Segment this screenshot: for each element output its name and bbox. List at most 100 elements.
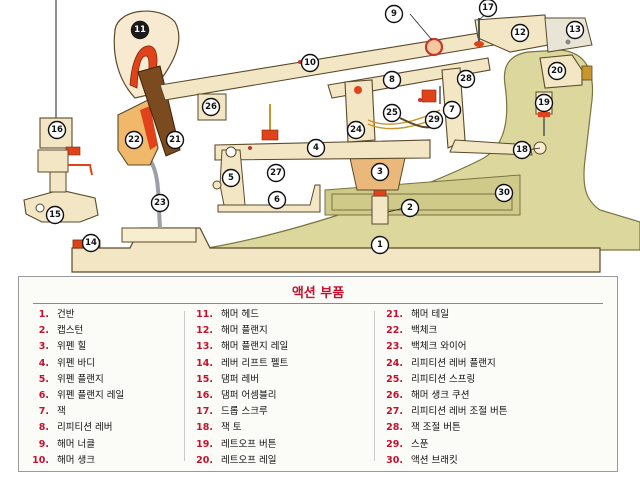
legend-column-3: 21.해머 테일 22.백체크 23.백체크 와이어 24.리피티션 레버 플랜… — [381, 307, 507, 469]
legend-item: 5.위펜 플랜지 — [38, 373, 104, 385]
legend-item: 28.잭 조절 버튼 — [386, 422, 461, 434]
svg-text:11: 11 — [134, 25, 146, 35]
svg-text:14: 14 — [85, 238, 97, 248]
legend-item: 27.리피티션 레버 조절 버튼 — [386, 406, 508, 418]
legend-item: 19.레트오프 버튼 — [196, 438, 277, 450]
legend-item: 24.리피티션 레버 플랜지 — [386, 357, 496, 369]
svg-text:23: 23 — [154, 198, 166, 208]
svg-text:17: 17 — [482, 3, 494, 13]
legend-item: 12.해머 플랜지 — [196, 325, 268, 337]
legend-divider — [33, 303, 603, 304]
flange-screw — [212, 180, 222, 190]
legend-item: 15.댐퍼 레버 — [196, 373, 259, 385]
callout-18: 18 — [512, 140, 532, 160]
svg-text:16: 16 — [51, 125, 63, 135]
svg-text:19: 19 — [538, 98, 550, 108]
capstan-felt — [373, 189, 387, 197]
legend-item: 29.스푼 — [386, 438, 429, 450]
svg-text:8: 8 — [389, 75, 395, 85]
callout-8: 8 — [382, 70, 402, 90]
parts-legend: 액션 부품 1.건반 2.캡스턴 3.위펜 힐 4.위펜 바디 5.위펜 플랜지… — [18, 276, 618, 472]
callout-29: 29 — [424, 110, 444, 130]
legend-item: 26.해머 생크 쿠션 — [386, 389, 470, 401]
legend-item: 18.잭 토 — [196, 422, 242, 434]
callout-11: 11 — [130, 20, 150, 40]
callout-7: 7 — [442, 100, 462, 120]
svg-text:12: 12 — [514, 28, 526, 38]
callout-6: 6 — [267, 190, 287, 210]
svg-text:9: 9 — [391, 9, 397, 19]
callout-28: 28 — [456, 69, 476, 89]
legend-item: 4.위펜 바디 — [38, 357, 95, 369]
svg-text:20: 20 — [551, 66, 563, 76]
svg-text:2: 2 — [407, 203, 413, 213]
callout-24: 24 — [346, 120, 366, 140]
legend-item: 23.백체크 와이어 — [386, 341, 467, 353]
pin-dot — [418, 98, 422, 102]
bracket-lower-arm — [324, 174, 521, 216]
callout-12: 12 — [510, 23, 530, 43]
key-back-block — [121, 227, 197, 243]
rail-screw — [565, 39, 571, 45]
legend-item: 14.레버 리프트 펠트 — [196, 357, 289, 369]
callout-30: 30 — [494, 183, 514, 203]
bracket-inner-slot — [331, 193, 513, 211]
legend-item: 17.드롭 스크루 — [196, 406, 268, 418]
legend-item: 10.해머 생크 — [32, 454, 95, 466]
svg-text:10: 10 — [304, 58, 316, 68]
callout-16: 16 — [47, 120, 67, 140]
callout-3: 3 — [370, 162, 390, 182]
svg-text:25: 25 — [386, 108, 398, 118]
damper-lever-hole — [35, 203, 45, 213]
callout-5: 5 — [221, 168, 241, 188]
wippen-flange-rail — [217, 184, 321, 213]
legend-item: 3.위펜 힐 — [38, 341, 87, 353]
svg-text:1: 1 — [377, 240, 383, 250]
backcheck-felt — [140, 106, 158, 150]
legend-item: 11.해머 헤드 — [196, 309, 259, 320]
callout-9: 9 — [384, 4, 404, 24]
callout-4: 4 — [306, 138, 326, 158]
svg-text:5: 5 — [228, 173, 234, 183]
svg-text:4: 4 — [313, 143, 319, 153]
backcheck-wire — [148, 158, 162, 229]
legend-item: 22.백체크 — [386, 325, 438, 337]
letoff-rail-cap — [581, 65, 593, 81]
legend-item: 25.리피티션 스프링 — [386, 373, 476, 385]
damper-spoon-block — [49, 171, 67, 193]
svg-text:7: 7 — [449, 105, 455, 115]
drop-screw-head — [474, 41, 484, 47]
column-divider — [184, 311, 185, 461]
legend-item: 16.댐퍼 어셈블리 — [196, 389, 277, 401]
svg-text:26: 26 — [205, 102, 217, 112]
svg-text:15: 15 — [49, 210, 61, 220]
callout-23: 23 — [150, 193, 170, 213]
callout-22: 22 — [124, 130, 144, 150]
repetition-lever-regulating-button — [261, 129, 279, 141]
legend-item: 13.해머 플랜지 레일 — [196, 341, 289, 353]
callout-26: 26 — [201, 97, 221, 117]
callout-25: 25 — [382, 103, 402, 123]
legend-item: 8.리피티션 레버 — [38, 422, 113, 434]
legend-item: 9.해머 너클 — [38, 438, 95, 450]
svg-text:24: 24 — [350, 125, 362, 135]
svg-text:18: 18 — [516, 145, 528, 155]
damper-spring-hook — [68, 164, 93, 176]
callout-27: 27 — [266, 163, 286, 183]
svg-text:29: 29 — [428, 115, 440, 125]
callout-19: 19 — [534, 93, 554, 113]
jack-regulating-button — [421, 89, 437, 103]
svg-text:21: 21 — [169, 135, 181, 145]
callout-1: 1 — [370, 235, 390, 255]
callout-15: 15 — [45, 205, 65, 225]
rep-flange-pin — [354, 86, 362, 94]
legend-item: 6.위펜 플랜지 레일 — [38, 389, 125, 401]
legend-item: 2.캡스턴 — [38, 325, 84, 337]
capstan — [371, 195, 389, 225]
hammer-knuckle — [424, 37, 444, 57]
callout-17: 17 — [478, 0, 498, 18]
wippen-flange-pin — [225, 146, 237, 158]
jack-toe — [449, 139, 533, 156]
damper-block — [37, 149, 69, 173]
legend-item: 20.레트오프 레일 — [196, 454, 277, 466]
